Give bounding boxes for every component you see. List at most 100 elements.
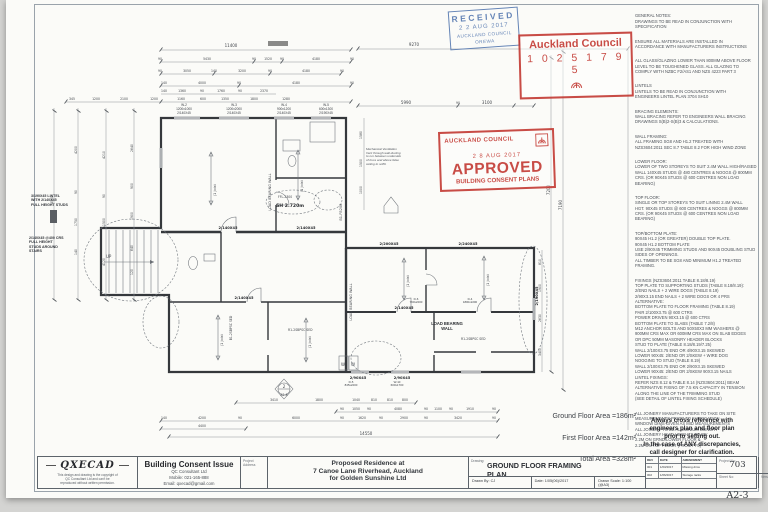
note-section: TOP/BOTTOM PLATE: 90X45 H1.2 (OR GREATER… [635,230,756,269]
svg-text:90: 90 [238,89,242,93]
joist-label: J1 Joist [406,275,410,288]
svg-text:11400: 11400 [225,43,238,48]
rev-row: 002 1/06/2017 Storage racks [646,471,716,480]
svg-text:1100: 1100 [434,407,442,411]
svg-text:640: 640 [130,245,134,251]
svg-text:4180: 4180 [312,57,320,61]
svg-text:90: 90 [102,194,106,198]
svg-text:4180: 4180 [292,81,300,85]
drawing-sheet: UP W W J1 Joist J1 Joist J1 Joist J1 Joi… [6,0,768,501]
svg-text:90: 90 [456,101,460,105]
svg-text:90: 90 [237,81,241,85]
note-section: ENSURE ALL MATERIALS ARE INSTALLED IN AC… [635,38,747,49]
svg-text:2100: 2100 [120,97,128,101]
copyright-note: This design and drawing is the copyright… [57,473,118,485]
version-cell: Version: V1 [758,457,768,488]
svg-text:1900: 1900 [130,212,134,220]
stud-height-label: SH 2.720m [276,203,304,209]
walls [99,116,536,374]
svg-text:3100: 3100 [482,100,493,105]
joist-arrows: J1 Joist J1 Joist J1 Joist J1 Joist J1 J… [208,149,490,363]
council-number-stamp: Auckland Council 1 0 2 5 1 7 9 5 [518,31,634,100]
svg-text:7200: 7200 [546,184,551,195]
svg-text:1500: 1500 [359,159,363,167]
svg-text:6000: 6000 [292,416,300,420]
svg-text:2370: 2370 [260,89,268,93]
svg-text:90: 90 [492,407,496,411]
issue-cell: Building Consent Issue QC Consultant Ltd… [137,457,240,488]
council-stamp-org: Auckland Council [528,36,623,52]
rev-header-amendment: AMENDMENT [682,458,703,462]
mechanical-ventilation-note: Mechanical Ventilation Vent through wall… [366,147,401,166]
revision-table: REV DATE AMENDMENT 001 1/03/2017 Missing… [645,457,716,488]
scan-mark [268,41,288,46]
svg-text:90: 90 [340,416,344,420]
svg-text:140: 140 [161,81,167,85]
council-logo-icon [535,133,549,147]
svg-text:4080: 4080 [394,407,402,411]
svg-text:4180: 4180 [302,69,310,73]
section-number: 2 [283,384,286,389]
logo-rule [118,465,130,466]
version-label: Version: [761,475,768,479]
lintel-label: 2/200X45 [379,242,399,246]
svg-text:2640: 2640 [130,144,134,152]
svg-text:90: 90 [268,69,272,73]
drawing-scale: Drawn Scale: 1:100 (@A3) [594,477,645,488]
note-section: ALL JOINERY MANUFACTURERS TO TAKE ON SIT… [635,410,736,448]
address-line2: 7 Canoe Lane Riverhead, Auckland for Gol… [313,468,423,482]
sheet-border [34,4,759,492]
cell-divider [717,473,758,474]
svg-text:810: 810 [387,398,393,402]
svg-text:90: 90 [350,57,354,61]
project-no-label: Project No: [719,459,736,463]
lintel-label: 2/90X45 [394,376,411,380]
svg-text:4210: 4210 [102,151,106,159]
svg-text:3420: 3420 [454,416,462,420]
svg-text:90: 90 [350,81,354,85]
load-bearing-wall-label: LOAD BEARING WALL [349,283,353,320]
staircase: UP [105,230,159,293]
project-number: 703 [729,460,746,470]
stair-studs-note: 2/140X45 @400 CRS FULL HEIGHT STUDS AROU… [29,236,64,253]
joist-label: J1 Joist [308,336,312,349]
svg-text:90: 90 [280,57,284,61]
logo-rule [46,465,57,466]
svg-text:90: 90 [424,416,428,420]
floor-plan-drawing: UP W W J1 Joist J1 Joist J1 Joist J1 Joi… [50,41,630,439]
svg-text:120: 120 [130,269,134,275]
stair-up-label: UP [106,254,112,259]
revision-clouds [83,189,548,376]
beam-label: B1-FB20B [339,203,343,221]
drawing-label: Drawing: [471,459,485,463]
note-section: LOWER FLOOR: LOWER OF TWO STOREYS TO SUI… [635,158,757,186]
svg-text:140: 140 [161,416,167,420]
drawn-by: Drawn By: CJ [472,479,496,483]
first-floor-area: First Floor Area =142m² [562,434,636,442]
svg-text:900: 900 [130,183,134,189]
svg-text:4200: 4200 [74,146,78,154]
svg-text:4000: 4000 [198,81,206,85]
svg-text:1800: 1800 [250,97,258,101]
svg-text:90: 90 [252,57,256,61]
svg-text:3050: 3050 [183,69,191,73]
council-stamp-number: 1 0 2 5 1 7 9 5 [526,50,625,77]
logo-cell: QXECAD This design and drawing is the co… [38,457,137,488]
svg-text:1910: 1910 [466,407,474,411]
issue-mobile: Mobile: 021-165-888 [169,474,209,480]
svg-text:1760: 1760 [217,89,225,93]
svg-text:1200: 1200 [92,97,100,101]
svg-text:90: 90 [492,416,496,420]
svg-text:1000: 1000 [359,186,363,194]
issue-title: Building Consent Issue [144,460,234,469]
svg-text:90: 90 [424,407,428,411]
ffl-label: FFL-2300 [278,195,292,199]
svg-text:1360: 1360 [178,89,186,93]
svg-text:4200: 4200 [198,416,206,420]
project-address: Proposed Residence at 7 Canoe Lane River… [267,457,468,488]
beam-label: R1-2SBPSC SED [288,328,313,332]
note-section: TOP FLOOR: SINGLE OR TOP STOREYS TO SUIT… [635,194,748,222]
drawing-title: GROUND FLOOR FRAMING PLAN [487,461,582,479]
window-label-w4: W-4 900x1200 2/140X45 [276,103,291,115]
svg-text:4400: 4400 [198,424,206,428]
